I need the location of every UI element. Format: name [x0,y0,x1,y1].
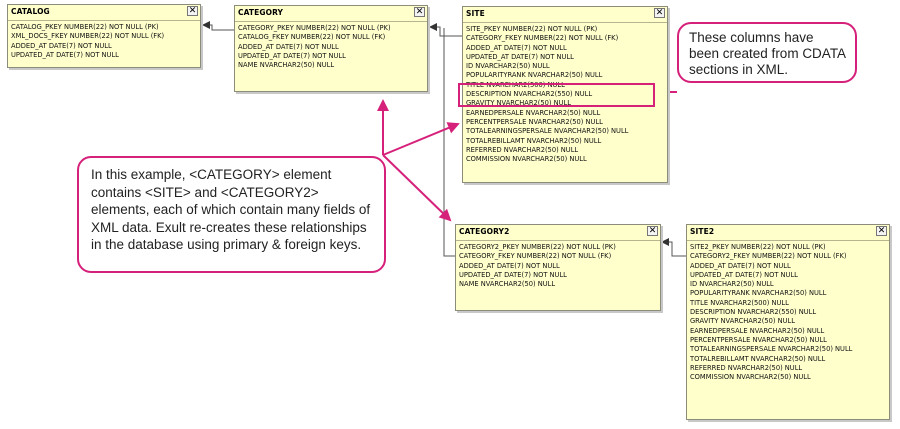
column-row: CATEGORY_FKEY NUMBER(22) NOT NULL (FK) [459,252,612,261]
column-row: ADDED_AT DATE(7) NOT NULL [238,42,339,51]
relationship-callout: In this example, <CATEGORY> element cont… [77,156,386,273]
table-divider [8,20,200,21]
table-catalog[interactable]: CATALOG ✕ CATALOG_PKEY NUMBER(22) NOT NU… [7,4,201,68]
column-row: CATALOG_PKEY NUMBER(22) NOT NULL (PK) [11,23,159,31]
fk-connector-site-category [429,23,462,37]
table-site2[interactable]: SITE2 ✕ SITE2_PKEY NUMBER(22) NOT NULL (… [686,224,890,420]
table-site-title: SITE [466,9,485,18]
column-row: CATEGORY_PKEY NUMBER(22) NOT NULL (PK) [238,24,391,32]
column-row: UPDATED_AT DATE(7) NOT NULL [459,270,567,279]
table-site2-title: SITE2 [690,227,715,236]
column-row: PERCENTPERSALE NVARCHAR2(50) NULL [690,335,827,344]
column-row: ADDED_AT DATE(7) NOT NULL [459,261,560,270]
table-divider [687,240,889,241]
close-icon[interactable]: ✕ [187,6,198,16]
column-row: ADDED_AT DATE(7) NOT NULL [11,41,112,50]
relationship-callout-text: In this example, <CATEGORY> element cont… [91,167,371,252]
column-row: SITE2_PKEY NUMBER(22) NOT NULL (PK) [690,243,826,251]
close-icon[interactable]: ✕ [654,8,665,18]
fk-connector-category2-category [443,28,455,257]
close-icon[interactable]: ✕ [414,7,425,17]
column-row: NAME NVARCHAR2(50) NULL [459,280,556,289]
column-row: NAME NVARCHAR2(50) NULL [238,61,335,70]
close-icon[interactable]: ✕ [647,226,658,236]
table-catalog-title: CATALOG [11,7,50,16]
column-row: CATEGORY2_PKEY NUMBER(22) NOT NULL (PK) [459,243,616,251]
column-row: CATEGORY2_FKEY NUMBER(22) NOT NULL (FK) [690,252,847,261]
column-row: ADDED_AT DATE(7) NOT NULL [690,261,791,270]
column-row: EARNEDPERSALE NVARCHAR2(50) NULL [466,108,601,117]
column-row: DESCRIPTION NVARCHAR2(550) NULL [690,308,817,317]
column-row: DESCRIPTION NVARCHAR2(550) NULL [466,90,593,99]
table-category2[interactable]: CATEGORY2 ✕ CATEGORY2_PKEY NUMBER(22) NO… [455,224,661,311]
column-row: TOTALREBILLAMT NVARCHAR2(50) NULL [466,136,602,145]
cdata-columns-highlight [458,83,655,107]
column-row: SITE_PKEY NUMBER(22) NOT NULL (PK) [466,25,598,33]
column-row: POPULARITYRANK NVARCHAR2(50) NULL [690,289,827,298]
column-row: UPDATED_AT DATE(7) NOT NULL [466,52,574,61]
column-row: GRAVITY NVARCHAR2(50) NULL [690,317,795,326]
column-row: UPDATED_AT DATE(7) NOT NULL [11,50,119,59]
close-icon[interactable]: ✕ [876,226,887,236]
cdata-callout-text: These columns have been created from CDA… [689,30,846,77]
column-row: CATEGORY_FKEY NUMBER(22) NOT NULL (FK) [466,34,619,43]
column-row: EARNEDPERSALE NVARCHAR2(50) NULL [690,326,825,335]
table-divider [235,21,427,22]
table-category[interactable]: CATEGORY ✕ CATEGORY_PKEY NUMBER(22) NOT … [234,5,428,92]
column-row: COMMISSION NVARCHAR2(50) NULL [466,155,587,164]
arrow-to-category2 [382,154,452,222]
column-row: POPULARITYRANK NVARCHAR2(50) NULL [466,71,603,80]
column-row: ID NVARCHAR2(50) NULL [690,280,774,289]
table-divider [463,22,667,23]
table-category2-title: CATEGORY2 [459,227,510,236]
column-row: REFERRED NVARCHAR2(50) NULL [690,363,803,372]
column-row: COMMISSION NVARCHAR2(50) NULL [690,373,811,382]
column-row: UPDATED_AT DATE(7) NOT NULL [690,270,798,279]
column-row: GRAVITY NVARCHAR2(50) NULL [466,99,571,108]
column-row: CATALOG_FKEY NUMBER(22) NOT NULL (FK) [238,33,386,42]
column-row: ID NVARCHAR2(50) NULL [466,62,550,71]
cdata-callout: These columns have been created from CDA… [677,22,857,83]
table-site[interactable]: SITE ✕ SITE_PKEY NUMBER(22) NOT NULL (PK… [462,6,668,183]
column-row: PERCENTPERSALE NVARCHAR2(50) NULL [466,117,603,126]
column-row: UPDATED_AT DATE(7) NOT NULL [238,51,346,60]
column-row: TITLE NVARCHAR2(500) NULL [690,298,789,307]
table-divider [456,240,660,241]
table-category-title: CATEGORY [238,8,284,17]
fk-connector-site2-category2 [661,238,686,257]
column-row: TOTALREBILLAMT NVARCHAR2(50) NULL [690,354,826,363]
arrow-to-site [382,122,460,156]
column-row: TOTALEARNINGSPERSALE NVARCHAR2(50) NULL [466,127,629,136]
fk-connector-category-catalog [202,21,234,31]
column-row: ADDED_AT DATE(7) NOT NULL [466,43,567,52]
column-row: REFERRED NVARCHAR2(50) NULL [466,145,579,154]
column-row: XML_DOCS_FKEY NUMBER(22) NOT NULL (FK) [11,32,165,41]
column-row: TOTALEARNINGSPERSALE NVARCHAR2(50) NULL [690,345,853,354]
